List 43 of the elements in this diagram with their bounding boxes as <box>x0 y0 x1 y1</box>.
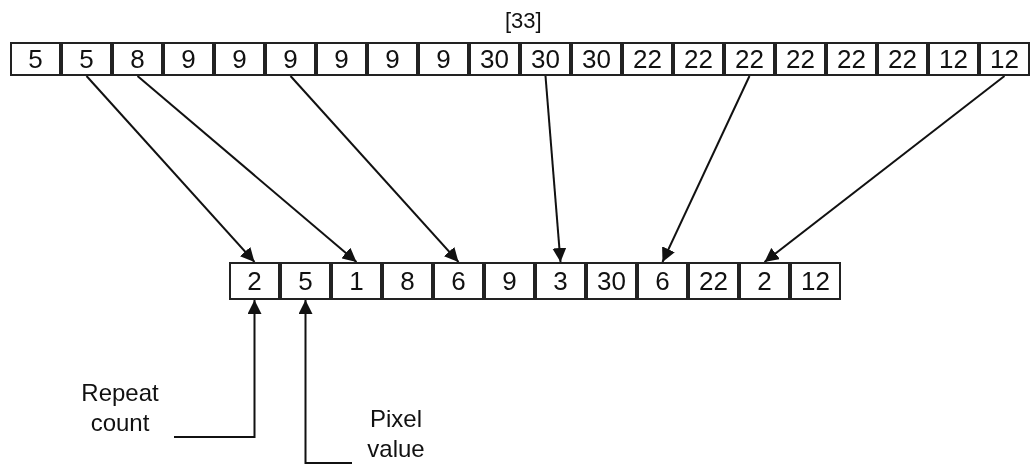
value-cell: 8 <box>112 42 163 76</box>
value-cell: 9 <box>484 262 535 300</box>
value-cell: 9 <box>316 42 367 76</box>
arrow <box>544 75 567 263</box>
value-cell: 3 <box>535 262 586 300</box>
value-cell: 1 <box>331 262 382 300</box>
value-cell: 30 <box>469 42 520 76</box>
value-cell: 2 <box>739 262 790 300</box>
leader-arrow <box>298 299 353 464</box>
value-cell: 30 <box>520 42 571 76</box>
value-cell: 12 <box>928 42 979 76</box>
value-cell: 9 <box>418 42 469 76</box>
value-cell: 5 <box>10 42 61 76</box>
value-cell: 5 <box>61 42 112 76</box>
value-cell: 9 <box>214 42 265 76</box>
value-cell: 12 <box>790 262 841 300</box>
value-cell: 22 <box>724 42 775 76</box>
arrow <box>763 75 1006 263</box>
arrow <box>289 75 460 263</box>
value-cell: 9 <box>367 42 418 76</box>
annotation-text: Repeat count <box>70 378 170 440</box>
arrow <box>85 75 256 263</box>
value-cell: 22 <box>826 42 877 76</box>
citation-mark: [33] <box>505 8 542 34</box>
leader-arrow <box>173 299 262 438</box>
value-cell: 8 <box>382 262 433 300</box>
value-cell: 22 <box>775 42 826 76</box>
value-cell: 22 <box>622 42 673 76</box>
value-cell: 6 <box>637 262 688 300</box>
value-cell: 9 <box>265 42 316 76</box>
value-cell: 12 <box>979 42 1030 76</box>
arrow <box>136 75 358 263</box>
value-cell: 30 <box>586 262 637 300</box>
value-cell: 22 <box>877 42 928 76</box>
arrow <box>661 75 751 263</box>
value-cell: 6 <box>433 262 484 300</box>
value-cell: 30 <box>571 42 622 76</box>
value-cell: 22 <box>673 42 724 76</box>
value-cell: 5 <box>280 262 331 300</box>
value-cell: 2 <box>229 262 280 300</box>
annotation-text: Pixel value <box>356 404 436 466</box>
value-cell: 9 <box>163 42 214 76</box>
value-cell: 22 <box>688 262 739 300</box>
